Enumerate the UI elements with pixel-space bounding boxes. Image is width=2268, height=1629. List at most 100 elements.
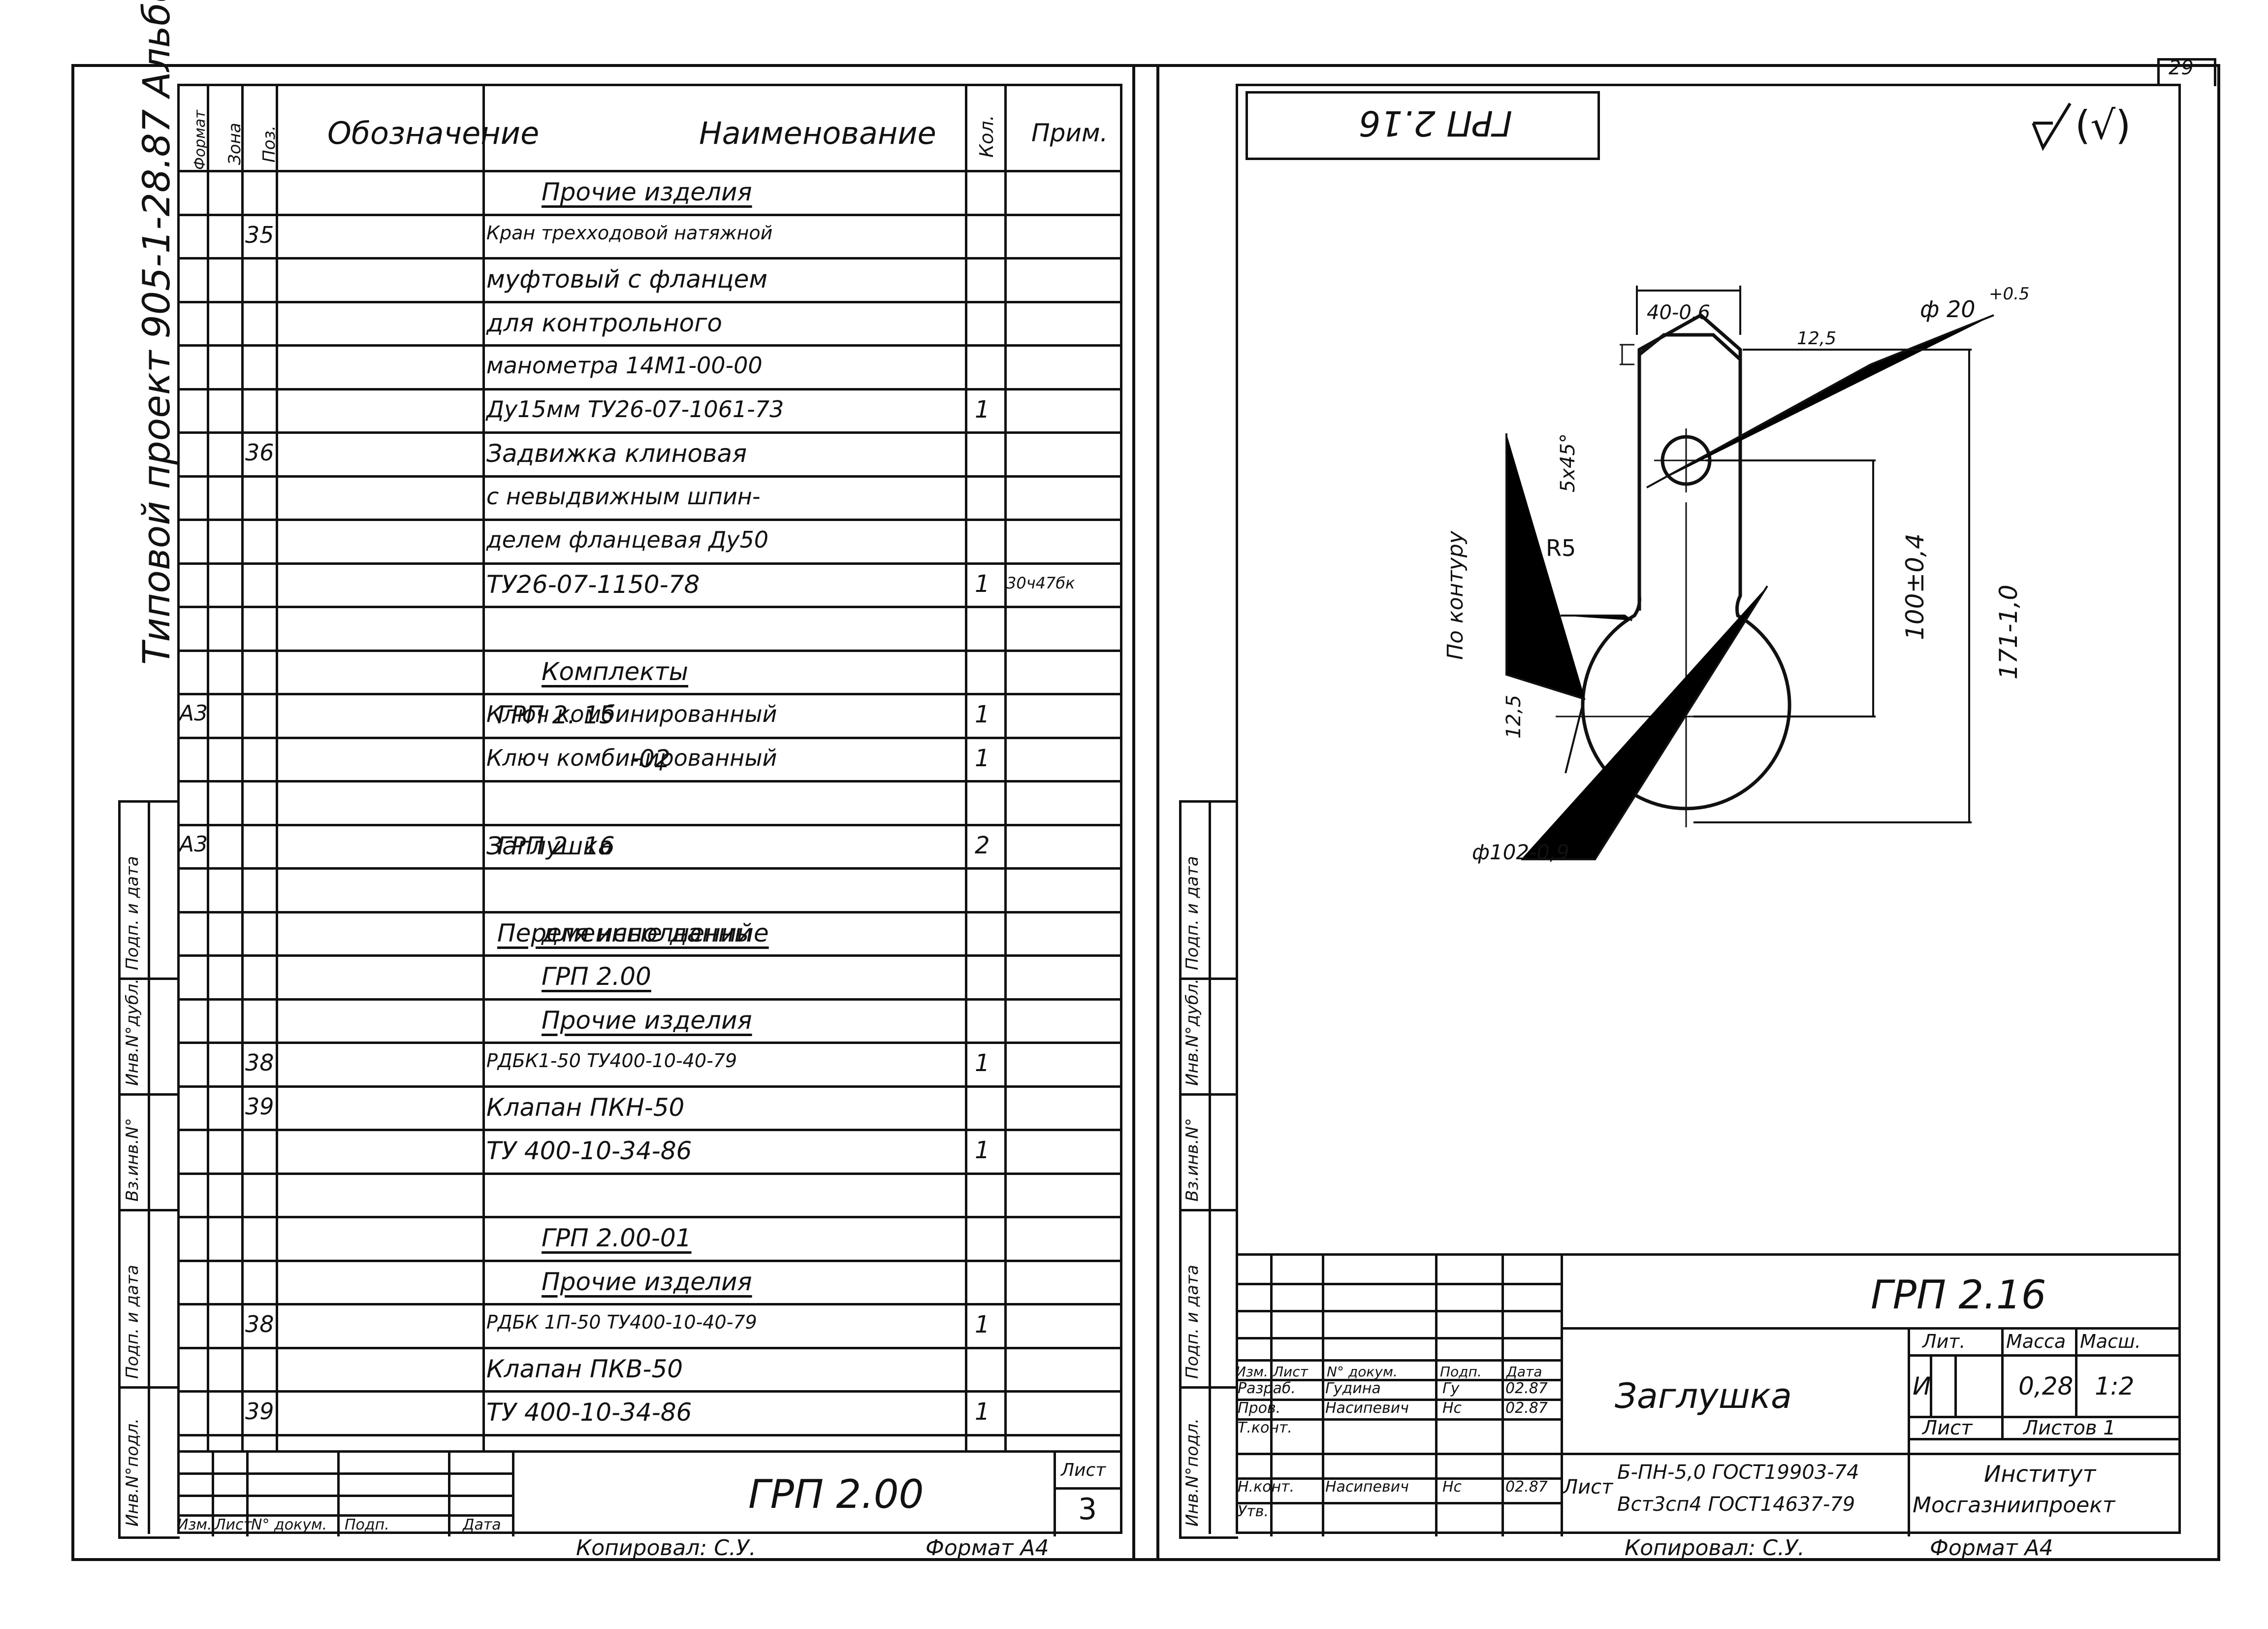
right-margin-label-1: Инв.N°подл.	[1182, 1418, 1202, 1527]
spec-row-name: Задвижка клиновая	[486, 439, 747, 468]
spec-row-name: делем фланцевая Ду50	[486, 526, 769, 553]
stamp-person-date: 02.87	[1505, 1380, 1548, 1397]
spec-row-name: с невыдвижным шпин-	[486, 483, 761, 510]
header-format: Формат	[192, 110, 209, 170]
spec-row-pos: 38	[245, 1049, 274, 1076]
left-copied-by: Копировал: С.У.	[576, 1535, 756, 1561]
dim-angle: 12,5	[1797, 328, 1837, 349]
header-name: Наименование	[699, 115, 936, 151]
spec-row-qty: 1	[975, 701, 990, 728]
mirrored-code-box	[1246, 91, 1600, 160]
right-stamp-mass: 0,28	[2018, 1372, 2074, 1401]
dim-hole-dia: ф 20	[1920, 296, 1976, 323]
dim-contour: По контуру	[1443, 531, 1468, 660]
spec-row-name: ГРП 2.00-01	[542, 1224, 692, 1252]
spec-row-name: Заглушка	[486, 831, 613, 860]
right-margin-label-2: Подп. и дата	[1182, 1265, 1202, 1379]
spec-row-name: ТУ26-07-1150-78	[486, 570, 700, 599]
spec-row-pos: 39	[245, 1093, 274, 1120]
right-format: Формат А4	[1930, 1535, 2053, 1561]
right-stamp-sheets: Листов 1	[2023, 1417, 2116, 1439]
stamp-person-role: Разраб.	[1238, 1380, 1296, 1397]
stamp-person-role: Пров.	[1238, 1400, 1281, 1417]
dim-chamfer: 5х45°	[1557, 433, 1579, 492]
right-stamp-org-1: Институт	[1984, 1461, 2096, 1487]
project-side-title: Типовой проект 905-1-28.87 Альбом 2	[134, 0, 178, 665]
stamp-person-role: Т.конт.	[1238, 1419, 1292, 1436]
mirrored-code: ГРП 2.16	[1359, 103, 1512, 143]
stamp-person-date: 02.87	[1505, 1478, 1548, 1496]
left-margin-label-4: Инв.N°дубл.	[123, 978, 142, 1086]
spec-row-name: Кран трехходовой натяжной	[486, 222, 773, 244]
header-note: Прим.	[1031, 119, 1108, 147]
stamp-person-sign: Нс	[1442, 1478, 1462, 1496]
spec-row-name: Прочие изделия	[542, 1006, 752, 1035]
dim-disk-dia: ф102-0,9	[1472, 840, 1570, 864]
spec-row-name: ТУ 400-10-34-86	[486, 1398, 692, 1427]
left-stamp: Изм. Лист N° докум. Подп. Дата ГРП 2.00 …	[177, 1450, 1122, 1536]
left-margin-label-1: Инв.N°подл.	[123, 1418, 142, 1527]
spec-row-qty: 1	[975, 744, 990, 772]
spec-row-name: манометра 14М1-00-00	[486, 352, 763, 379]
spec-row-designation: ГРП 2. 15	[497, 701, 615, 729]
spec-row-name: Ду15мм ТУ26-07-1061-73	[486, 395, 784, 423]
spec-row-name: Клапан ПКВ-50	[486, 1354, 683, 1383]
stamp-person-name: Насипевич	[1325, 1400, 1409, 1417]
spec-row-name: для контрольного	[486, 308, 723, 337]
right-stamp-role-list: Лист	[1273, 1364, 1308, 1380]
stamp-person-role: Н.конт.	[1238, 1478, 1295, 1496]
right-stamp-scale: 1:2	[2095, 1372, 2135, 1401]
right-stamp-lit: И	[1913, 1372, 1931, 1401]
right-stamp-role-izm: Изм.	[1236, 1364, 1268, 1380]
stamp-person-name: Насипевич	[1325, 1478, 1409, 1496]
right-margin-label-5: Подп. и дата	[1182, 856, 1202, 970]
spec-row-note: 30ч47бк	[1006, 573, 1075, 592]
right-stamp-org-2: Мосгазниипроект	[1913, 1493, 2115, 1518]
dim-side: 12,5	[1502, 694, 1525, 739]
left-stamp-col-5: Дата	[463, 1516, 501, 1533]
dim-hole-tol: +0.5	[1989, 284, 2030, 304]
right-stamp-material-2: Вст3сп4 ГОСТ14637-79	[1617, 1493, 1855, 1516]
right-stamp-lit-label: Лит.	[1922, 1331, 1966, 1352]
spec-row-pos: 35	[245, 221, 274, 248]
right-stamp-material-label: Лист	[1563, 1476, 1613, 1499]
spec-row-qty: 1	[975, 1311, 990, 1338]
dim-radius: R5	[1546, 535, 1576, 561]
spec-row-qty: 1	[975, 1049, 990, 1077]
header-designation: Обозначение	[327, 115, 540, 151]
spec-row-format: А3	[179, 831, 208, 857]
right-stamp-mass-label: Масса	[2006, 1331, 2066, 1352]
spec-row-qty: 1	[975, 395, 990, 424]
spec-row-qty: 2	[975, 831, 990, 859]
spec-row-name: Клапан ПКН-50	[486, 1093, 685, 1122]
roughness-label: (√)	[2075, 102, 2131, 148]
spec-row-pos: 39	[245, 1398, 274, 1425]
spec-row-name: для исполнений	[542, 918, 753, 947]
right-stamp-code: ГРП 2.16	[1871, 1272, 2046, 1318]
left-stamp-col-2: Лист	[215, 1516, 253, 1533]
right-copied-by: Копировал: С.У.	[1625, 1535, 1805, 1561]
left-stamp-sheet-label: Лист	[1061, 1460, 1106, 1480]
spec-row-name: ГРП 2.00	[542, 962, 651, 991]
left-stamp-col-1: Изм.	[177, 1516, 212, 1533]
spec-row-name: Комплекты	[542, 657, 689, 686]
left-stamp-sheet-number: 3	[1078, 1492, 1097, 1527]
right-margin-label-4: Инв.N°дубл.	[1182, 978, 1202, 1086]
right-sheet-inner-frame	[1236, 84, 2181, 1534]
page-number: 29	[2169, 57, 2194, 79]
spec-row-name: Ключ комбинированный	[486, 744, 777, 771]
right-sheet-frame	[1132, 64, 2220, 1561]
stamp-person-date: 02.87	[1505, 1400, 1548, 1417]
left-margin-label-3: Вз.инв.N°	[123, 1118, 142, 1202]
header-qty: Кол.	[976, 115, 997, 158]
right-stamp-role-date: Дата	[1506, 1364, 1542, 1380]
specification-table: Формат Зона Поз. Обозначение Наименовани…	[177, 84, 1122, 1453]
spec-row-designation: ГРП 2. 16	[497, 831, 615, 860]
header-zone: Зона	[225, 123, 245, 165]
left-stamp-col-4: Подп.	[345, 1516, 389, 1533]
left-sheet-inner-frame	[177, 84, 1122, 1534]
spec-row-name: РДБК1-50 ТУ400-10-40-79	[486, 1050, 737, 1072]
spec-row-qty: 1	[975, 1137, 990, 1164]
right-margin-label-3: Вз.инв.N°	[1182, 1118, 1202, 1202]
dim-total-length: 171-1,0	[1994, 585, 2023, 680]
